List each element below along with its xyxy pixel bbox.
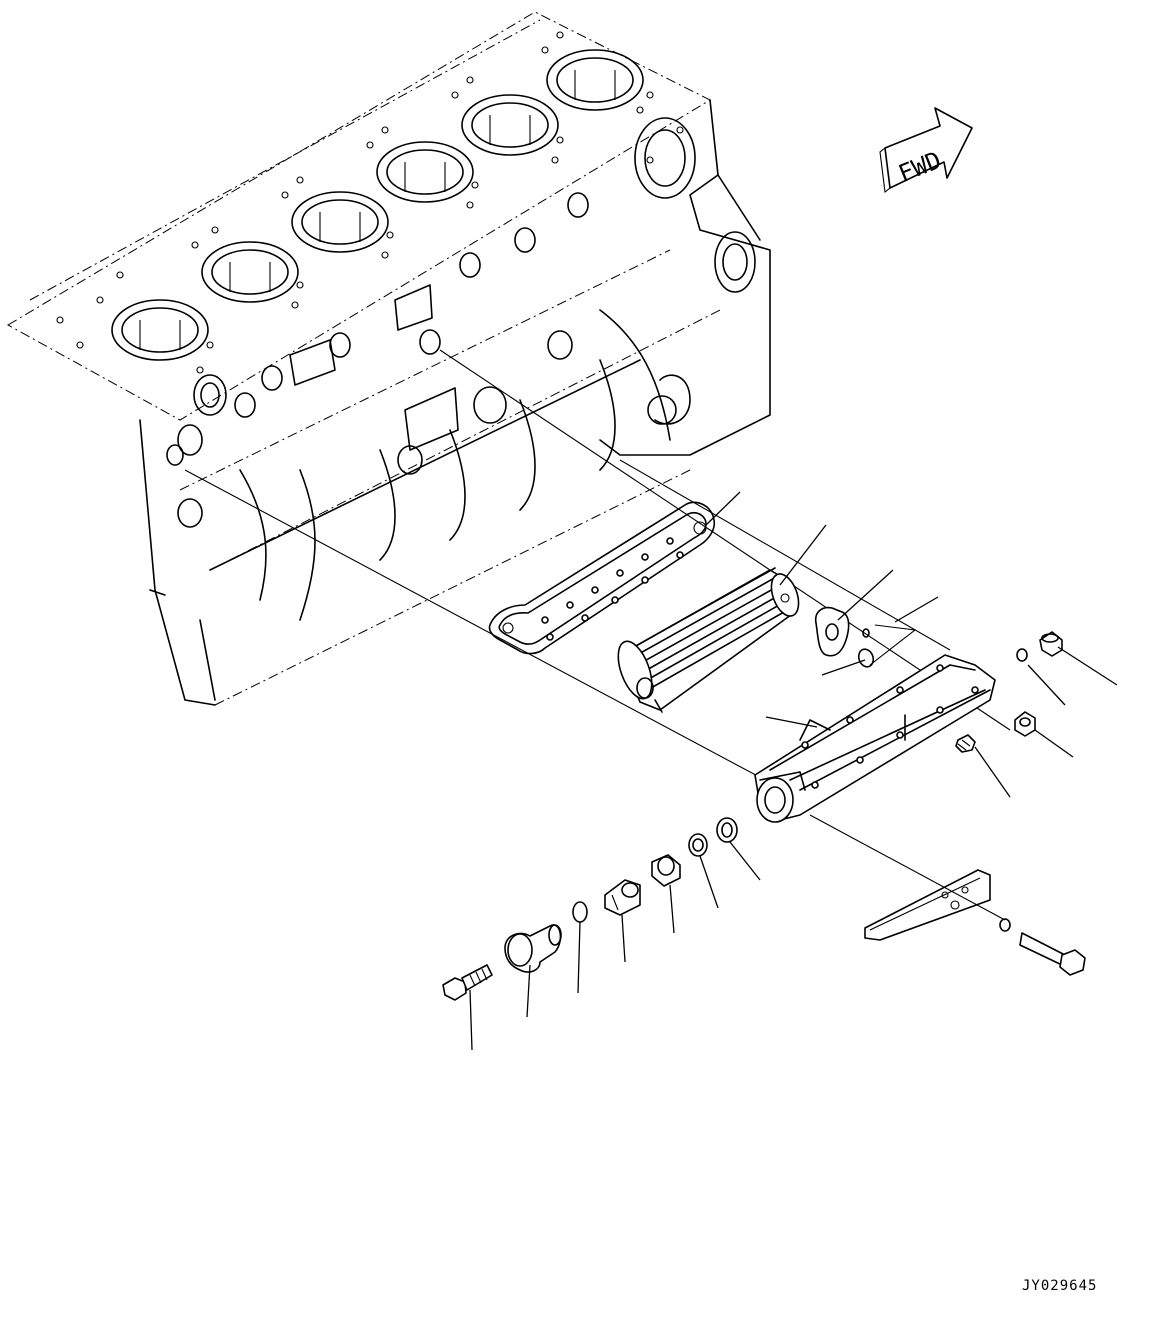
- seal-sleeve: [651, 854, 681, 887]
- cylinder-bores: [111, 49, 644, 361]
- block-skirt: [199, 309, 691, 701]
- oil-cooler-core: [617, 567, 800, 713]
- washer-2: [716, 817, 738, 843]
- thermostat-housing: [504, 924, 562, 973]
- block-side-ports: [166, 117, 756, 528]
- oil-cooler-cover: [754, 654, 996, 823]
- drawing-code: JY029645: [1022, 1278, 1098, 1294]
- plug-top: [1016, 631, 1063, 662]
- leader-lines: [469, 491, 1118, 1051]
- o-ring-thermostat: [572, 901, 588, 923]
- flange-bolt: [442, 964, 493, 1001]
- mounting-bracket: [864, 869, 991, 941]
- fwd-arrow-icon: FWD: [879, 107, 973, 194]
- engine-block: [6, 11, 771, 706]
- thermostat: [604, 879, 641, 916]
- bracket-washer: [999, 918, 1011, 932]
- washer-1: [688, 833, 708, 857]
- plug-lower: [955, 734, 976, 753]
- o-rings-small: [857, 624, 917, 668]
- head-bolt-holes: [56, 31, 684, 374]
- plug-top-o-ring: [1016, 648, 1028, 662]
- oil-cooler-gasket: [488, 501, 716, 655]
- explosion-lines: [184, 349, 1011, 921]
- bracket-bolt: [1019, 932, 1086, 976]
- cooler-port-gasket: [814, 606, 850, 657]
- plug-middle: [1014, 711, 1036, 737]
